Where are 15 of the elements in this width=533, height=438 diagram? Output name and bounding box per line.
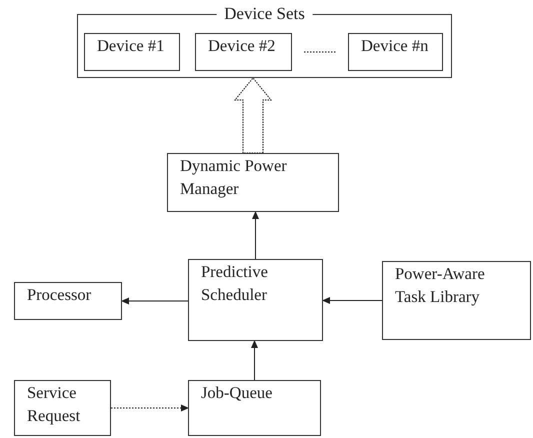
process-box: Job-Queue <box>188 380 321 436</box>
arrow <box>251 340 258 380</box>
process-box: Device #n <box>348 33 443 71</box>
process-box: Service Request <box>14 380 111 436</box>
process-box: Predictive Scheduler <box>188 259 323 341</box>
hollow-arrow <box>234 77 272 154</box>
arrow <box>252 211 259 260</box>
arrow <box>121 298 188 304</box>
arrow <box>322 297 382 304</box>
process-box: Processor <box>14 282 122 320</box>
process-box: Device #2 <box>195 33 292 71</box>
process-box: Power-Aware Task Library <box>382 261 531 340</box>
process-box: Dynamic Power Manager <box>167 153 339 212</box>
arrow <box>110 404 189 412</box>
process-box: Device #1 <box>84 33 180 71</box>
